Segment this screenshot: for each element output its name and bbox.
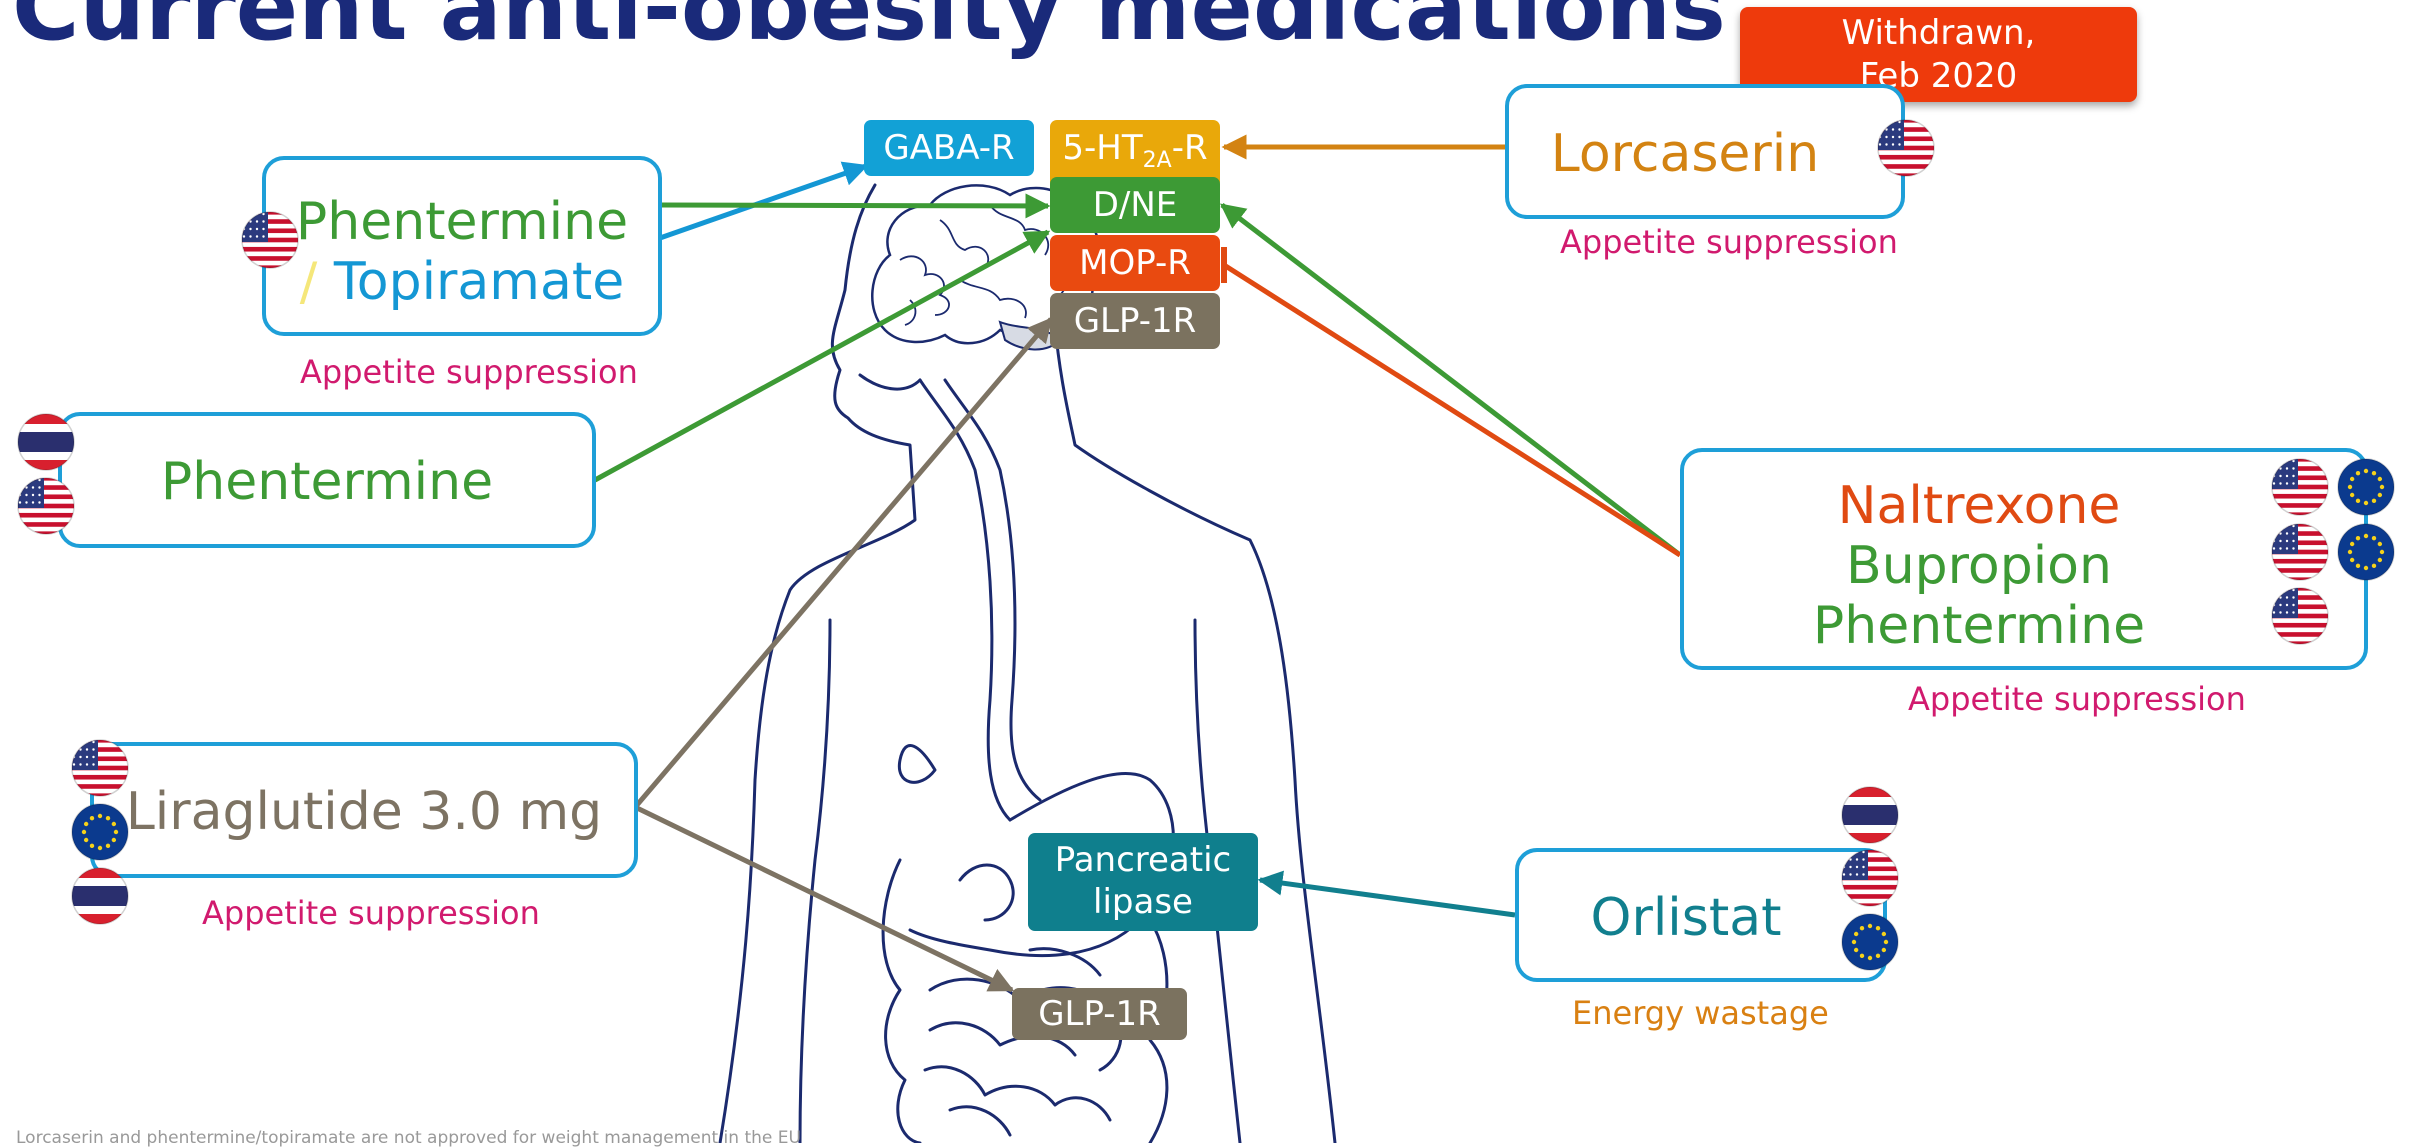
arrow-phentermine-dne-1: [660, 205, 1048, 206]
glp1r-gut-label: GLP-1R: [1012, 988, 1187, 1040]
arrow-topiramate-gaba: [660, 166, 866, 238]
drug-orlistat-label: Orlistat: [1519, 888, 1883, 948]
5ht2a-prefix: 5-HT: [1062, 128, 1142, 168]
arrow-liraglutide-glp-gut: [637, 808, 1012, 990]
effect-liraglutide: Appetite suppression: [202, 894, 540, 932]
arrow-orlistat-lipase: [1260, 880, 1515, 915]
us-flag-icon: [1840, 848, 1900, 908]
glp1r-brain-label: GLP-1R: [1050, 293, 1220, 349]
page-title: Current anti-obesity medications: [12, 0, 1726, 54]
pancreatic-lipase-label: Pancreatic lipase: [1028, 833, 1258, 931]
drug-box-orlistat: Orlistat: [1515, 848, 1887, 982]
thailand-flag-icon: [16, 412, 76, 472]
withdrawn-line1: Withdrawn,: [1740, 12, 2137, 55]
drug-phentermine-nbp-label: Phentermine: [1684, 596, 2364, 656]
us-flag-icon: [70, 738, 130, 798]
eu-flag-icon: [2336, 522, 2396, 582]
drug-topiramate-label: Topiramate: [334, 252, 624, 312]
eu-flag-icon: [1840, 912, 1900, 972]
drug-liraglutide-label: Liraglutide 3.0 mg: [94, 782, 634, 842]
us-flag-icon: [2270, 457, 2330, 517]
eu-flag-icon: [2336, 457, 2396, 517]
effect-phentermine-topiramate: Appetite suppression: [300, 353, 638, 391]
footnote: Lorcaserin and phentermine/topiramate ar…: [16, 1128, 801, 1148]
dne-receptor-label: D/NE: [1050, 177, 1220, 233]
drug-slash: /: [300, 252, 318, 312]
us-flag-icon: [2270, 522, 2330, 582]
arrow-nbp-mop: [1224, 265, 1680, 555]
eu-flag-icon: [70, 802, 130, 862]
5ht2a-suffix: -R: [1172, 128, 1208, 168]
us-flag-icon: [1876, 118, 1936, 178]
5ht2a-subscript: 2A: [1143, 148, 1172, 173]
drug-naltrexone-label: Naltrexone: [1684, 476, 2364, 536]
effect-lorcaserin: Appetite suppression: [1560, 223, 1898, 261]
us-flag-icon: [2270, 586, 2330, 646]
drug-box-nbp: Naltrexone Bupropion Phentermine: [1680, 448, 2368, 670]
drug-box-liraglutide: Liraglutide 3.0 mg: [90, 742, 638, 878]
arrow-phentermine-dne-2: [595, 232, 1048, 480]
drug-phentermine-single-label: Phentermine: [62, 452, 592, 512]
us-flag-icon: [240, 210, 300, 270]
mop-receptor-label: MOP-R: [1050, 235, 1220, 291]
drug-box-phentermine: Phentermine: [58, 412, 596, 548]
thailand-flag-icon: [1840, 785, 1900, 845]
drug-lorcaserin-label: Lorcaserin: [1509, 124, 1901, 184]
drug-box-phentermine-topiramate: Phentermine / Topiramate: [262, 156, 662, 336]
pancreatic-lipase-line2: lipase: [1028, 881, 1258, 923]
pancreatic-lipase-line1: Pancreatic: [1028, 839, 1258, 881]
drug-box-lorcaserin: Lorcaserin: [1505, 84, 1905, 219]
effect-orlistat: Energy wastage: [1572, 994, 1829, 1032]
gaba-receptor-label: GABA-R: [864, 120, 1034, 176]
drug-bupropion-label: Bupropion: [1684, 536, 2364, 596]
effect-nbp: Appetite suppression: [1908, 680, 2246, 718]
drug-phentermine-label: Phentermine: [266, 192, 658, 252]
thailand-flag-icon: [70, 866, 130, 926]
us-flag-icon: [16, 476, 76, 536]
